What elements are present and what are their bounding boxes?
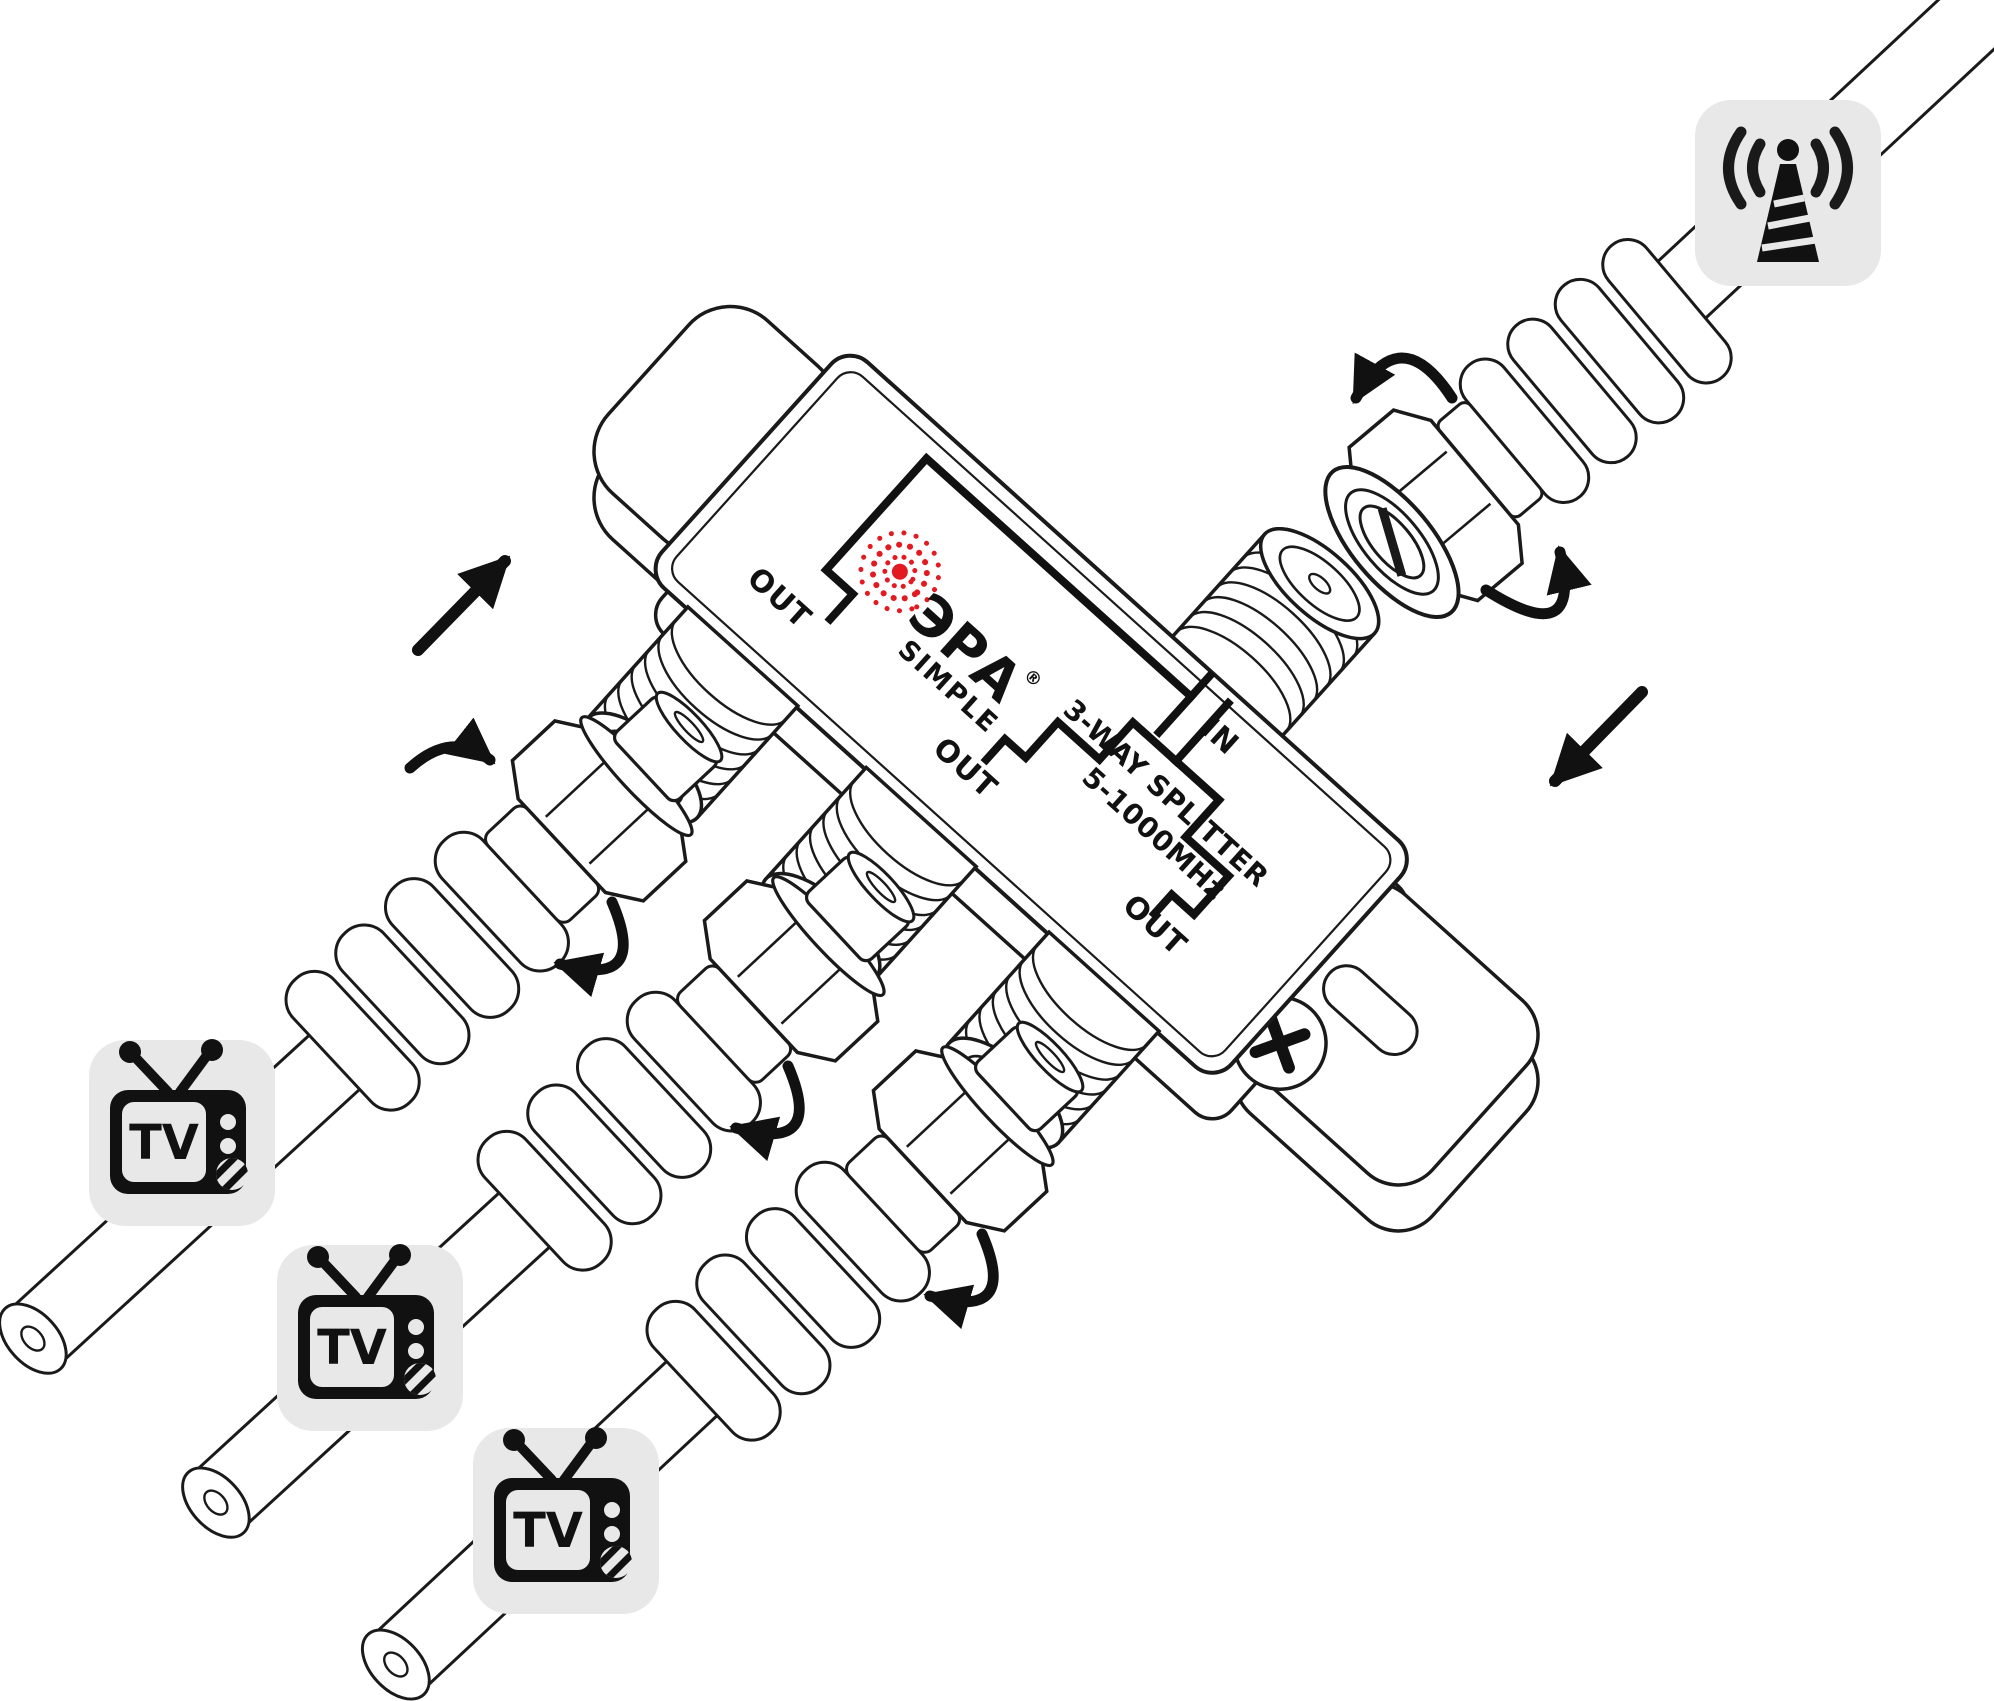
rotation-arrow-antenna-lower [1480,545,1592,620]
tv-icon-1 [89,1039,275,1226]
rotation-arrow-connector2 [729,1060,805,1162]
antenna-icon [1695,100,1881,286]
splitter-body: ЭРА ® SIMPLE 3-WAY SPLITTER 5-1000MHz OU… [564,304,1540,1187]
rotation-arrow-connector1-upper [404,717,496,774]
rotation-arrow-antenna-upper [1350,352,1458,405]
tv-icon-2 [277,1244,463,1431]
mounting-slot [1322,964,1419,1057]
insert-direction-arrow-up [412,555,511,656]
era-sunburst-icon [858,530,942,614]
insert-direction-arrow-down [1549,686,1648,787]
mounting-screw [1232,995,1328,1091]
rotation-arrow-connector1-lower [553,896,629,998]
circuit-trace [820,452,1235,921]
tv-icon-3 [473,1427,659,1614]
rotation-arrow-connector3 [923,1228,999,1330]
